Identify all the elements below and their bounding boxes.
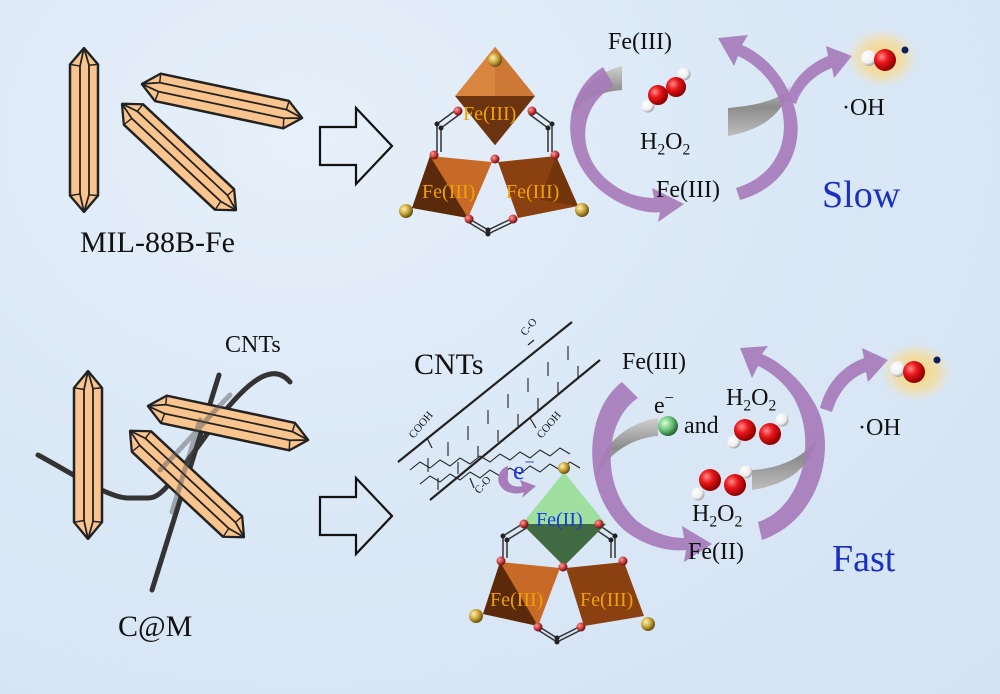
purple-arrow-down-left-bottom [592,382,712,562]
process-arrow-bottom [318,475,394,557]
electron-transfer-label: e− [513,452,535,485]
octahedron-right [498,156,578,218]
electron-label: e− [654,387,675,419]
cycle-bottom-species-bottom: Fe(II) [688,539,744,565]
material-label-mil88b: MIL-88B-Fe [80,226,235,259]
cycle-bottom-species: Fe(III) [656,177,720,203]
h2o2-label-upper: H2O2 [726,385,777,415]
and-label: and [684,413,719,439]
cam-crystal-vertical [72,369,104,541]
fe3-label-left-octa: Fe(III) [422,181,476,203]
electron-sphere [658,416,678,436]
rate-label-slow: Slow [822,174,901,216]
cnts-label-left: CNTs [225,332,281,358]
mil88b-cluster [399,46,589,237]
top-crystal-group [68,46,307,222]
top-cycle-arrows [570,35,852,222]
octahedron-fe2 [522,472,606,566]
hydroxyl-label-top: ·OH [842,95,885,121]
gray-arrow-left-bottom [596,418,658,478]
rate-label-fast: Fast [832,538,896,580]
mil88b-crystal-vertical [68,46,100,214]
purple-arrow-up-right-bottom [740,346,826,540]
gray-arrow-right-bottom [752,424,820,490]
fe3-label-right-octa: Fe(III) [506,181,560,203]
cycle-top-species-bottom: Fe(III) [622,349,686,375]
fe2-label-octa: Fe(II) [536,509,583,531]
purple-arrow-to-oh [786,46,852,104]
octahedron-bottom-left [483,562,560,626]
h2o2-molecule-top [641,67,691,113]
hydroxyl-radical-bottom [880,342,952,402]
cam-crystal-horizontal [143,391,313,455]
cnt-lines-overlay [157,392,233,515]
purple-arrow-up-right [718,35,798,200]
purple-arrow-to-oh-bottom [820,348,888,412]
fe3-label-bottom-right: Fe(III) [580,589,634,611]
cycle-top-species: Fe(III) [608,29,672,55]
octahedron-left [412,156,492,218]
h2o2-molecule-bottom-upper [727,413,789,449]
cam-cluster [469,462,655,645]
h2o2-label-lower: H2O2 [692,501,743,531]
cnts-label-tube: CNTs [414,348,484,381]
electron-transfer-arrow [498,466,536,498]
octahedron-bottom-right [566,562,644,626]
purple-arrow-down-left [570,67,684,222]
h2o2-label-top: H2O2 [640,129,691,159]
h2o2-molecule-bottom-lower [691,465,753,501]
gray-arrow-right-top [728,78,792,136]
bottom-cycle-arrows [592,346,888,562]
hydroxyl-radical-top [846,28,918,88]
fe3-label-top-octa: Fe(III) [463,103,517,125]
hydroxyl-label-bottom: ·OH [858,415,901,441]
material-label-cam: C@M [118,610,193,643]
fe3-label-bottom-left: Fe(III) [490,589,544,611]
process-arrow-top [318,105,394,187]
